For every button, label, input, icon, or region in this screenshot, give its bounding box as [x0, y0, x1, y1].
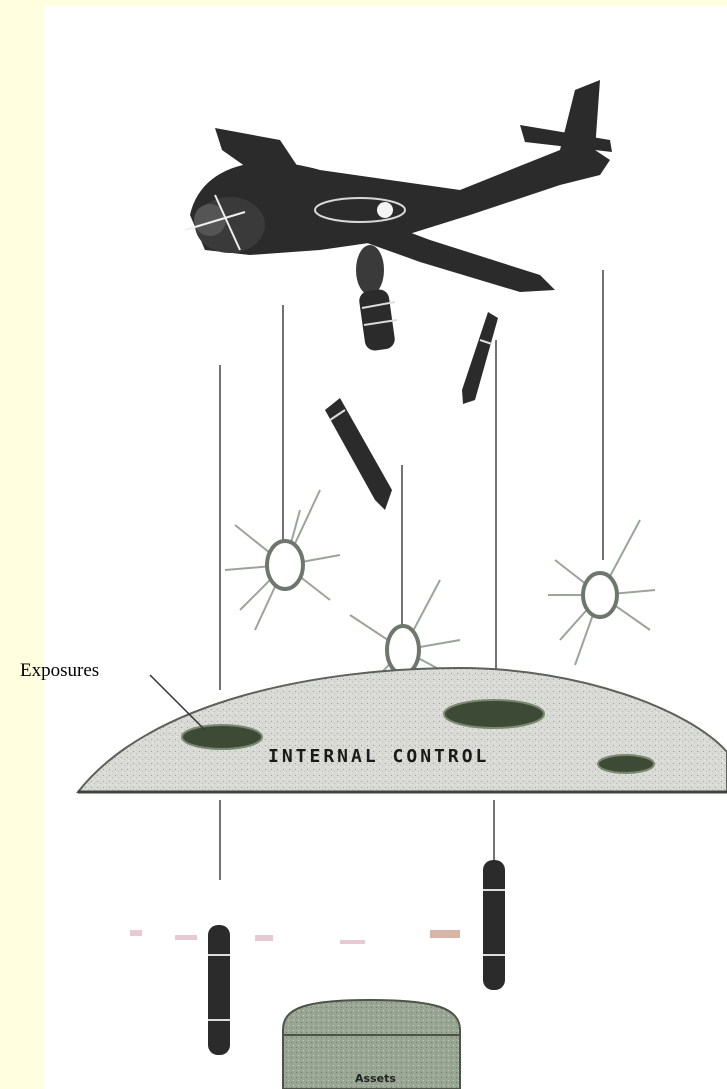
bomb-icon	[325, 398, 392, 510]
bomb-icon	[208, 925, 230, 1055]
bomb-icon	[483, 860, 505, 990]
treasure-chest-icon: Assets	[283, 1000, 460, 1089]
dome-label: INTERNAL CONTROL	[268, 746, 489, 767]
burst-icon	[548, 520, 655, 665]
bomb-icon	[462, 312, 498, 404]
bomber-plane-icon	[185, 80, 612, 352]
internal-control-dome: INTERNAL CONTROL	[78, 668, 727, 792]
chest-label: Assets	[355, 1072, 396, 1085]
exposures-label: Exposures	[20, 660, 99, 682]
debris	[130, 930, 460, 944]
